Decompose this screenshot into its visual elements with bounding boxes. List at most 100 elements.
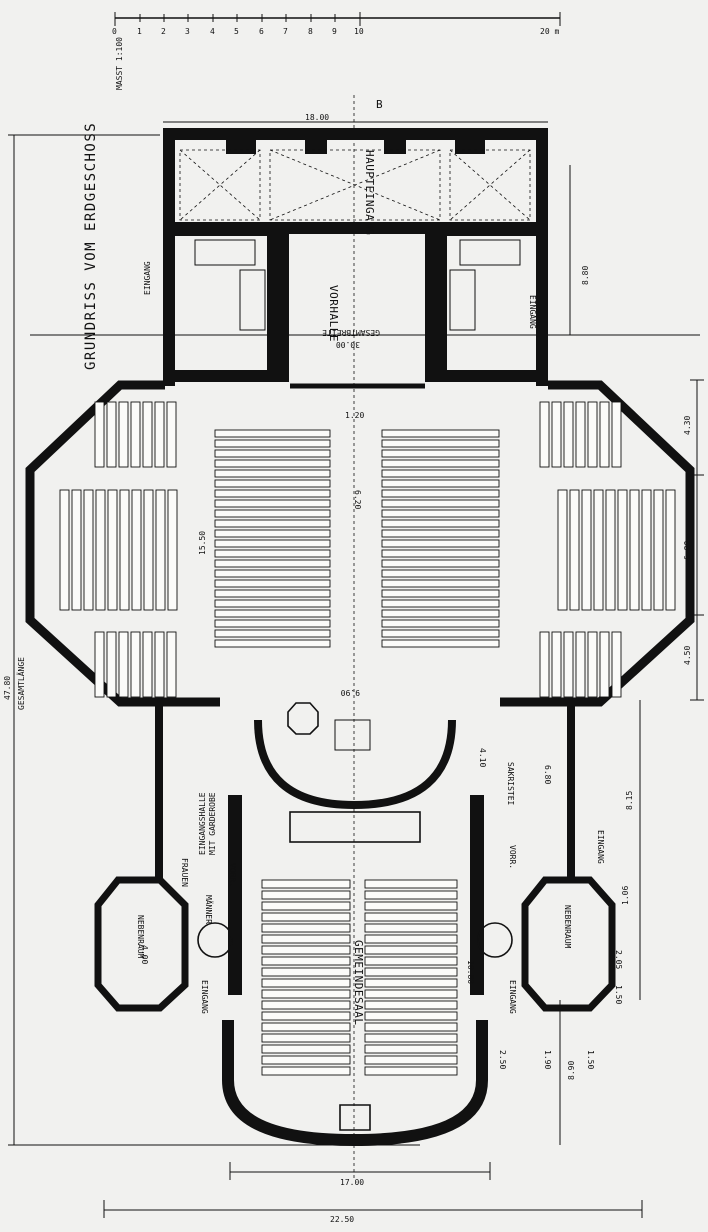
pew-wing-left-bottom [142,631,153,698]
pew-wing-right-top [563,401,574,468]
pew-nave-right [381,579,500,588]
pew-nave-right [381,559,500,568]
dim-bottom-inner: 17.00 [340,1178,364,1187]
label-haupteingang: HAUPTEINGANG [363,150,376,235]
dim-right-6: 1.06 [621,886,630,905]
pew-nave-left [214,599,331,608]
label-frauen: FRAUEN [180,858,189,887]
pew-nave-left [214,479,331,488]
pew-wing-left [71,489,82,611]
label-sakristei: SAKRISTEI [506,762,515,806]
pew-wing-left [143,489,154,611]
dim-m2: 6.20 [353,490,362,509]
pew-nave-left [214,629,331,638]
pew-nave-left [214,439,331,448]
pew-saal-right [364,945,458,955]
dim-top-width: 18.00 [305,113,329,122]
pew-saal-left [261,890,351,900]
pew-wing-right [665,489,676,611]
pew-nave-left [214,569,331,578]
pew-wing-right-top [551,401,562,468]
pew-wing-right-top [599,401,610,468]
label-haupteingang-mark: B [376,98,383,111]
pew-wing-right-bottom [563,631,574,698]
scale-label: MASST 1:100 [115,37,124,90]
pew-nave-left [214,539,331,548]
pew-wing-right-top [575,401,586,468]
pew-wing-left [59,489,70,611]
pew-wing-right [605,489,616,611]
pew-saal-right [364,1066,458,1076]
dim-m8: 4.00 [140,945,149,964]
pew-saal-left [261,1033,351,1043]
dim-m9: 2.05 [614,950,623,969]
pew-wing-left-bottom [154,631,165,698]
pew-saal-right [364,967,458,977]
label-eingang-sw: EINGANG [200,980,209,1014]
pew-wing-right [581,489,592,611]
pew-nave-left [214,489,331,498]
pew-saal-left [261,945,351,955]
pew-saal-left [261,934,351,944]
pew-nave-right [381,549,500,558]
pew-wing-left [107,489,118,611]
pew-saal-left [261,1022,351,1032]
pew-wing-right-bottom [599,631,610,698]
pew-wing-right-top [539,401,550,468]
pew-wing-left-bottom [94,631,105,698]
label-eingang-east: EINGANG [596,830,605,864]
pew-saal-left [261,989,351,999]
pew-wing-left-top [118,401,129,468]
pew-saal-left [261,1011,351,1021]
dim-m1: 1.20 [345,411,364,420]
pew-wing-right [617,489,628,611]
pew-nave-right [381,479,500,488]
scale-tick-9: 9 [332,27,337,36]
label-eingang-se: EINGANG [508,980,517,1014]
dim-gesamtlaenge-val: 47.80 [3,676,12,700]
pew-saal-right [364,901,458,911]
label-nebenraum-left: NEBENRAUM [136,915,145,959]
pew-nave-left [214,449,331,458]
pew-nave-right [381,509,500,518]
apse-door [339,1104,371,1131]
pew-saal-left [261,912,351,922]
dim-bottom-total: 22.50 [330,1215,354,1224]
label-vorhalle: VORHALLE [327,285,340,342]
label-nebenraum-right: NEBENRAUM [563,905,572,949]
pew-wing-left-bottom [130,631,141,698]
pew-wing-left [119,489,130,611]
pew-wing-right-bottom [551,631,562,698]
pew-nave-right [381,489,500,498]
pew-nave-right [381,639,500,648]
pew-saal-right [364,923,458,933]
pew-wing-left [155,489,166,611]
pew-nave-left [214,579,331,588]
pew-nave-left [214,589,331,598]
pew-saal-left [261,901,351,911]
dim-right-2: 4.30 [683,416,692,435]
pew-saal-left [261,1000,351,1010]
pew-wing-right-bottom [539,631,550,698]
dim-nave-width: 15.50 [198,531,207,555]
pew-nave-left [214,459,331,468]
nave-pews [59,401,676,1076]
label-gesamtbreite-val: 30.00 [336,340,360,349]
pew-saal-right [364,1000,458,1010]
dim-m10: 1.50 [614,985,623,1004]
pew-saal-left [261,956,351,966]
pew-nave-right [381,539,500,548]
label-mit-garderobe: MIT GARDEROBE [208,792,217,855]
pew-saal-right [364,978,458,988]
pew-wing-left-top [154,401,165,468]
pew-wing-right [593,489,604,611]
tower-stairs [194,239,521,331]
label-vorr-left: VORR. [228,863,237,887]
pew-wing-right [641,489,652,611]
pew-nave-left [214,609,331,618]
pew-nave-right [381,449,500,458]
pew-wing-left [131,489,142,611]
pew-wing-right [629,489,640,611]
dim-right-4: 4.50 [683,646,692,665]
